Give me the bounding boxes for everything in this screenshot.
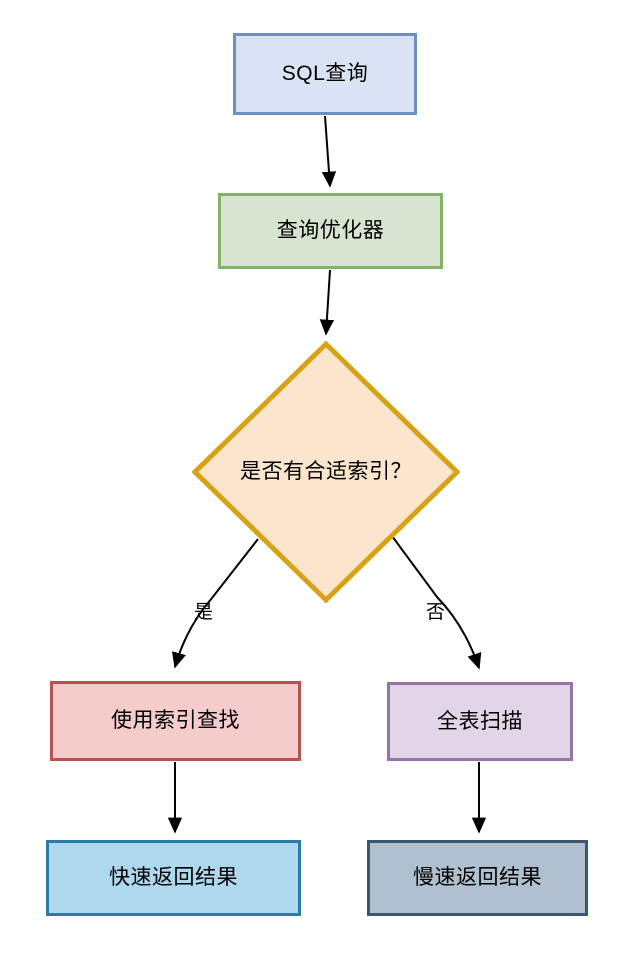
node-sql-query[interactable]: SQL查询 <box>233 33 417 115</box>
node-sql-query-label: SQL查询 <box>281 62 369 86</box>
connector-sql-query-to-optimizer <box>321 115 337 188</box>
node-optimizer-label: 查询优化器 <box>276 219 385 243</box>
node-fast-result[interactable]: 快速返回结果 <box>46 840 301 916</box>
node-full-scan[interactable]: 全表扫描 <box>387 682 573 761</box>
node-optimizer[interactable]: 查询优化器 <box>218 193 443 269</box>
connector-optimizer-to-index-check <box>319 269 335 336</box>
node-full-scan-label: 全表扫描 <box>437 709 523 733</box>
connector-index-check-to-full-scan <box>391 535 482 670</box>
node-fast-result-label: 快速返回结果 <box>109 866 238 890</box>
diamond-shape <box>192 341 460 603</box>
node-index-scan-label: 使用索引查找 <box>111 709 240 733</box>
edge-label-no: 否 <box>426 602 446 623</box>
node-slow-result[interactable]: 慢速返回结果 <box>367 840 588 916</box>
connector-index-check-to-index-scan <box>171 538 259 669</box>
node-slow-result-label: 慢速返回结果 <box>413 866 542 890</box>
node-index-scan[interactable]: 使用索引查找 <box>50 681 301 761</box>
edge-label-yes: 是 <box>194 602 214 623</box>
node-index-check[interactable]: 是否有合适索引？ <box>192 341 460 603</box>
